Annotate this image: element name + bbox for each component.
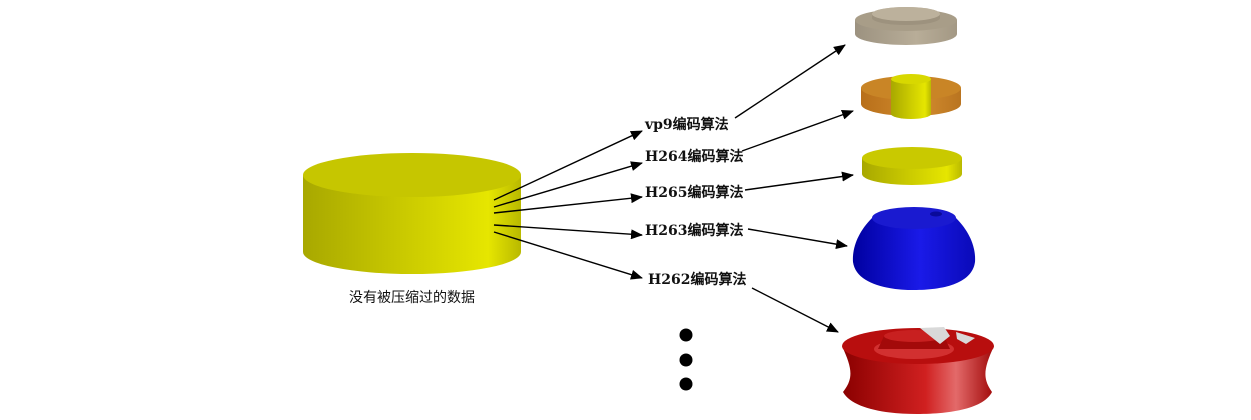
- arrow-to-h264-result: [741, 110, 854, 152]
- dot: [679, 353, 693, 367]
- codec-label-h262: H262编码算法: [648, 271, 746, 288]
- source-data-label: 没有被压缩过的数据: [349, 290, 475, 306]
- arrow-to-h262-label: [493, 231, 643, 280]
- h262-result-shape: [842, 327, 994, 414]
- arrow-to-h263-result: [747, 228, 848, 250]
- vp9-result-shape: [855, 7, 957, 45]
- arrow-to-h264-label: [493, 161, 643, 208]
- source-arrows: [493, 130, 643, 280]
- codec-label-h265: H265编码算法: [645, 184, 743, 201]
- source-data-cylinder: [303, 153, 521, 274]
- codec-label-h263: H263编码算法: [645, 222, 743, 239]
- arrow-to-h265-result: [744, 171, 854, 191]
- dot: [679, 377, 693, 391]
- arrow-to-vp9-result: [734, 44, 846, 119]
- more-items-dots: [679, 328, 693, 391]
- h263-result-shape: [852, 207, 976, 290]
- codec-label-vp9: vp9编码算法: [644, 116, 729, 133]
- h265-result-shape: [862, 147, 962, 185]
- dot: [679, 328, 693, 342]
- h264-result-shape: [861, 74, 961, 119]
- codec-label-h264: H264编码算法: [645, 148, 743, 165]
- arrow-to-h263-label: [493, 224, 643, 240]
- arrow-to-h265-label: [493, 193, 643, 214]
- result-arrows: [734, 44, 854, 333]
- arrow-to-vp9-label: [493, 130, 643, 201]
- arrow-to-h262-result: [751, 287, 839, 333]
